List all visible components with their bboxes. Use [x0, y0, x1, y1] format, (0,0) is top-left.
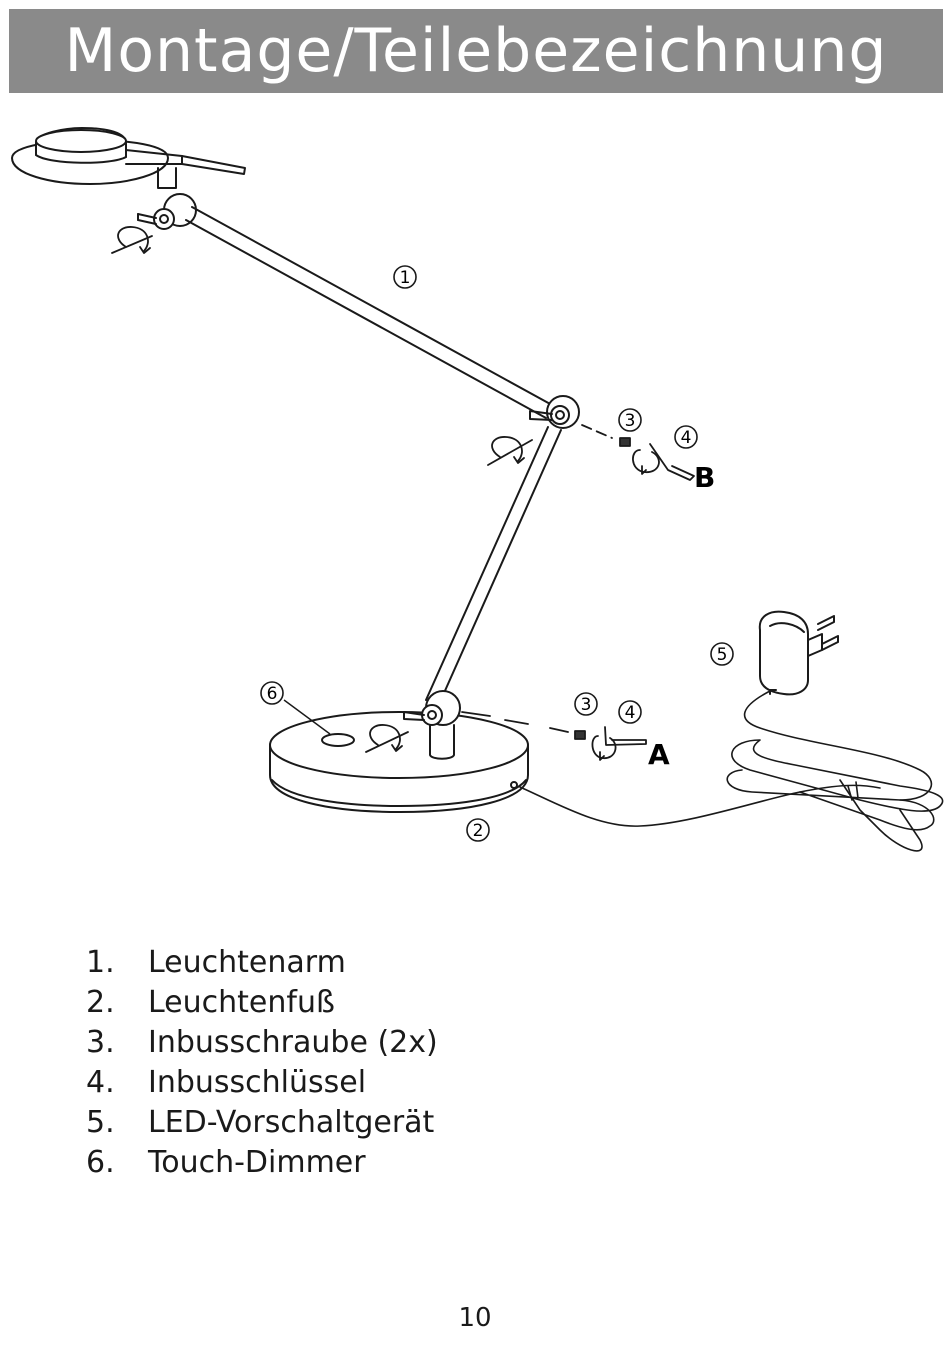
- svg-text:3: 3: [625, 411, 636, 431]
- svg-text:4: 4: [681, 428, 692, 448]
- arm-segment-lower: [425, 426, 562, 703]
- item-number: 4.: [86, 1065, 115, 1100]
- svg-text:5: 5: [717, 645, 728, 665]
- head-joint: [137, 193, 197, 230]
- item-label: Inbusschlüssel: [148, 1065, 367, 1100]
- page-title: Montage/Teilebezeichnung: [64, 16, 888, 86]
- power-cable: [519, 689, 944, 852]
- rotation-arrows: [111, 226, 533, 753]
- page-number: 10: [458, 1303, 492, 1333]
- svg-text:2: 2: [473, 821, 484, 841]
- list-item: 1. Leuchtenarm: [86, 943, 438, 983]
- parts-list: 1. Leuchtenarm 2. Leuchtenfuß 3. Inbusschra…: [86, 943, 438, 1183]
- list-item: 3. Inbusschraube (2x): [86, 1023, 438, 1063]
- list-item: 5. LED-Vorschaltgerät: [86, 1103, 438, 1143]
- lamp-base: [269, 711, 529, 813]
- callout-2: 2: [466, 818, 490, 842]
- svg-text:4: 4: [625, 703, 636, 723]
- callout-1: 1: [393, 265, 417, 289]
- lamp-head: [11, 127, 246, 189]
- svg-text:3: 3: [581, 695, 592, 715]
- item-label: Leuchtenfuß: [148, 985, 335, 1020]
- callout-5: 5: [710, 642, 734, 666]
- list-item: 4. Inbusschlüssel: [86, 1063, 438, 1103]
- svg-text:1: 1: [400, 268, 411, 288]
- callout-4-a: 4: [618, 700, 642, 724]
- item-number: 6.: [86, 1145, 115, 1180]
- arm-segment-upper: [185, 206, 553, 419]
- joint-a: [403, 690, 461, 726]
- callout-3-a: 3: [574, 692, 598, 716]
- list-item: 6. Touch-Dimmer: [86, 1143, 438, 1183]
- joint-b: [529, 395, 580, 429]
- item-label: Leuchtenarm: [148, 945, 346, 980]
- screw-and-key-a: [461, 711, 647, 761]
- callout-6: 6: [260, 681, 331, 735]
- item-number: 3.: [86, 1025, 115, 1060]
- item-label: LED-Vorschaltgerät: [148, 1105, 435, 1140]
- item-number: 1.: [86, 945, 115, 980]
- power-supply-plug: [758, 610, 839, 696]
- item-label: Inbusschraube (2x): [148, 1025, 438, 1060]
- screw-and-key-b: [581, 424, 695, 481]
- item-number: 5.: [86, 1105, 115, 1140]
- callout-4-b: 4: [674, 425, 698, 449]
- item-number: 2.: [86, 985, 115, 1020]
- letter-a: A: [648, 738, 670, 771]
- assembly-diagram: 1 2 3 4 3 4 5 6 B A: [11, 127, 944, 852]
- callout-3-b: 3: [618, 408, 642, 432]
- letter-b: B: [694, 461, 715, 494]
- item-label: Touch-Dimmer: [148, 1145, 366, 1180]
- svg-text:6: 6: [267, 684, 278, 704]
- title-bar: Montage/Teilebezeichnung: [9, 9, 943, 93]
- list-item: 2. Leuchtenfuß: [86, 983, 438, 1023]
